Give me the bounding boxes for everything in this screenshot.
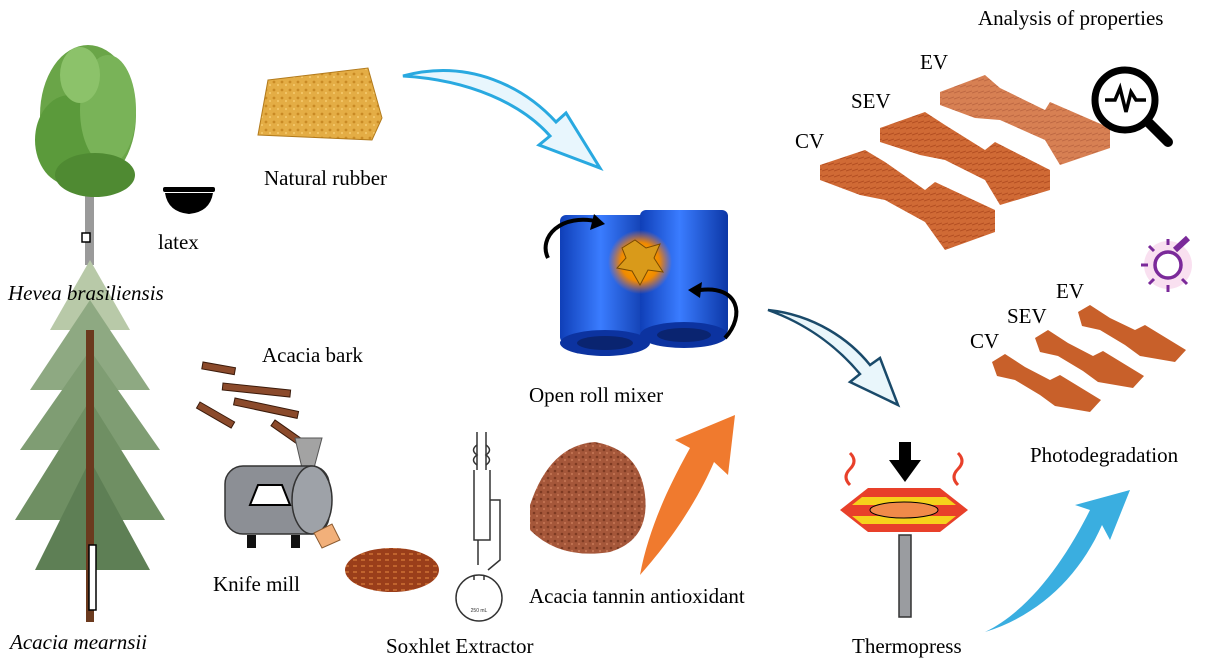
tannin-powder-pile xyxy=(530,442,646,554)
natural-rubber-label: Natural rubber xyxy=(264,166,388,190)
acacia-tree-icon xyxy=(15,260,165,622)
uv-lamp-icon xyxy=(1141,235,1192,292)
arrow-mixer-to-thermopress xyxy=(767,308,901,408)
dumbbell-samples-top xyxy=(820,75,1110,250)
natural-rubber-block xyxy=(257,67,383,141)
arrow-tannin-up xyxy=(640,415,735,575)
latex-label: latex xyxy=(158,230,199,254)
flask-volume-label: 250 mL xyxy=(471,608,488,614)
knife-mill-icon xyxy=(224,437,341,549)
ev-top-label: EV xyxy=(920,50,948,74)
hevea-tree-icon xyxy=(35,45,136,265)
soxhlet-extractor-icon xyxy=(455,432,503,622)
arrow-thermopress-up xyxy=(985,490,1130,632)
acacia-mearnsii-label: Acacia mearnsii xyxy=(10,630,148,654)
thermopress-icon xyxy=(840,442,968,618)
knife-mill-label: Knife mill xyxy=(213,572,300,596)
magnifier-waveform-icon xyxy=(1091,66,1173,147)
bowl-icon xyxy=(163,187,215,214)
open-roll-mixer-icon xyxy=(543,210,739,356)
photodegradation-label: Photodegradation xyxy=(1030,443,1179,467)
analysis-label: Analysis of properties xyxy=(978,6,1164,30)
acacia-bark-label: Acacia bark xyxy=(262,343,363,367)
cv-top-label: CV xyxy=(795,129,825,153)
soxhlet-label: Soxhlet Extractor xyxy=(386,634,534,658)
thermopress-label: Thermopress xyxy=(852,634,962,658)
cv-bottom-label: CV xyxy=(970,329,1000,353)
sev-top-label: SEV xyxy=(851,89,891,113)
bark-chips-pile xyxy=(345,548,439,592)
arrow-rubber-to-mixer xyxy=(402,69,604,171)
ev-bottom-label: EV xyxy=(1056,279,1084,303)
acacia-bark-sticks xyxy=(195,361,305,447)
open-roll-mixer-label: Open roll mixer xyxy=(529,383,664,407)
tannin-label: Acacia tannin antioxidant xyxy=(529,584,745,608)
hevea-label: Hevea brasiliensis xyxy=(8,281,164,305)
sev-bottom-label: SEV xyxy=(1007,304,1047,328)
dumbbell-samples-bottom xyxy=(992,305,1186,412)
